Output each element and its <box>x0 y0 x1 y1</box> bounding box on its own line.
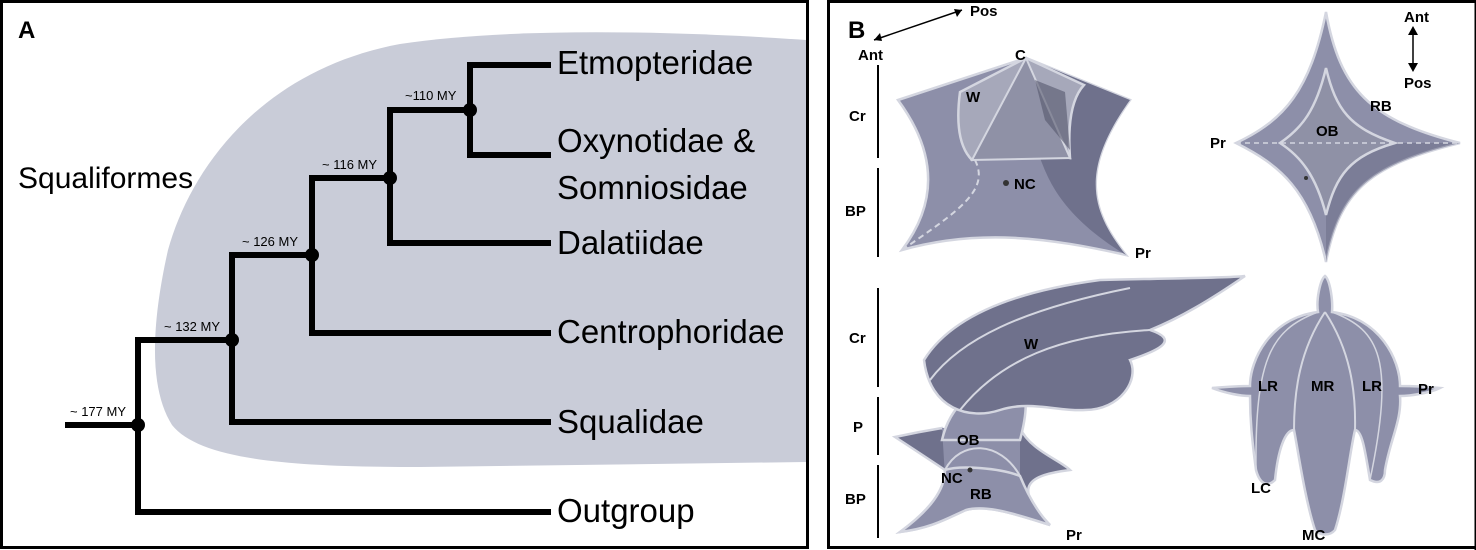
label-lr-left: LR <box>1258 378 1278 395</box>
taxon-oxynotidae: Oxynotidae & <box>557 122 755 159</box>
label-c: C <box>1015 47 1026 64</box>
label-w-bl: W <box>1024 336 1039 353</box>
label-pr-tr: Pr <box>1210 135 1226 152</box>
node-116 <box>383 171 397 185</box>
taxon-squalidae: Squalidae <box>557 403 704 440</box>
label-nc-tl: NC <box>1014 176 1036 193</box>
segment-p-bottom: P <box>853 419 863 436</box>
denticle-top-left: C W NC Pr <box>895 47 1151 262</box>
taxon-etmopteridae: Etmopteridae <box>557 44 753 81</box>
axis-indicator-left: Pos Ant <box>858 3 998 64</box>
label-ob-bl: OB <box>957 432 980 449</box>
taxon-dalatiidae: Dalatiidae <box>557 224 704 261</box>
denticle-edge-r-br <box>1331 311 1383 481</box>
axis-indicator-right: Ant Pos <box>1404 9 1432 92</box>
panel-a-letter: A <box>18 17 35 44</box>
taxon-outgroup: Outgroup <box>557 492 695 529</box>
node-age-labels: ~ 177 MY ~ 132 MY ~ 126 MY ~ 116 MY ~110… <box>70 88 457 419</box>
denticle-dark-facet-tl <box>1035 80 1070 150</box>
denticle-basal-plate-bl <box>895 466 1051 534</box>
axis-pos-label-right: Pos <box>1404 75 1432 92</box>
age-label-132: ~ 132 MY <box>164 319 220 334</box>
axis-pos-label: Pos <box>970 3 998 20</box>
arrowhead-pos <box>954 9 962 17</box>
segment-brackets-top: Cr BP <box>845 65 879 257</box>
denticle-ridge-l-br <box>1293 311 1326 431</box>
label-mr: MR <box>1311 378 1334 395</box>
nutrient-canal-dot <box>1003 180 1009 186</box>
arrowhead-ant <box>874 33 882 41</box>
panel-b-right-edge <box>1474 0 1476 550</box>
segment-bp-bottom: BP <box>845 491 866 508</box>
squaliformes-shading <box>154 32 807 468</box>
panel-a: A Squaliformes <box>0 0 809 549</box>
nutrient-canal-dot-tr <box>1304 176 1308 180</box>
denticle-ridge-1-bl <box>929 287 1131 381</box>
denticle-ridge-3-bl <box>944 447 1021 477</box>
squaliformes-label: Squaliformes <box>18 162 193 195</box>
segment-cr-top: Cr <box>849 108 866 125</box>
panel-b-letter: B <box>848 17 865 44</box>
label-rb-tr: RB <box>1370 98 1392 115</box>
label-pr-br: Pr <box>1418 381 1434 398</box>
denticle-dash-tl <box>901 159 980 251</box>
denticle-basal-plate-tr <box>1277 67 1400 216</box>
node-126 <box>305 248 319 262</box>
label-nc-bl: NC <box>941 470 963 487</box>
taxon-centrophoridae: Centrophoridae <box>557 313 785 350</box>
denticle-bottom-right: LR MR LR Pr LC MC <box>1211 274 1445 544</box>
label-pr-tl: Pr <box>1135 245 1151 262</box>
node-177 <box>131 418 145 432</box>
segment-bp-top: BP <box>845 203 866 220</box>
phylogeny-nodes <box>131 103 477 432</box>
label-pr-bl: Pr <box>1066 527 1082 544</box>
label-lc: LC <box>1251 480 1271 497</box>
panel-b: B Pos Ant Ant Pos Cr BP Cr P <box>827 0 1476 550</box>
segment-brackets-bottom: Cr P BP <box>845 288 879 538</box>
label-ob-tr: OB <box>1316 123 1339 140</box>
age-label-126: ~ 126 MY <box>242 234 298 249</box>
node-132 <box>225 333 239 347</box>
label-w-tl: W <box>966 89 981 106</box>
denticle-edge-l-br <box>1255 311 1319 471</box>
axis-ant-label-right: Ant <box>1404 9 1429 26</box>
denticle-crown-bl <box>922 274 1246 415</box>
nutrient-canal-dot-bl <box>967 467 973 473</box>
age-label-177: ~ 177 MY <box>70 404 126 419</box>
label-rb-bl: RB <box>970 486 992 503</box>
taxon-labels: Etmopteridae Oxynotidae & Somniosidae Da… <box>557 44 785 529</box>
taxon-somniosidae: Somniosidae <box>557 169 748 206</box>
age-label-110: ~110 MY <box>405 88 457 103</box>
label-lr-right: LR <box>1362 378 1382 395</box>
denticle-ridge-2-bl <box>959 329 1151 411</box>
arrowhead-up <box>1408 26 1418 35</box>
label-mc: MC <box>1302 527 1325 544</box>
denticle-crown-br <box>1211 274 1445 536</box>
denticle-bottom-left: W OB NC RB Pr <box>891 274 1246 544</box>
arrowhead-down <box>1408 63 1418 72</box>
axis-ant-label: Ant <box>858 47 883 64</box>
node-110 <box>463 103 477 117</box>
denticle-ridge-r-br <box>1324 311 1357 431</box>
denticle-shadow-tr <box>1326 143 1460 262</box>
age-label-116: ~ 116 MY <box>322 157 377 172</box>
segment-cr-bottom: Cr <box>849 330 866 347</box>
axis-arrow-line <box>873 9 963 41</box>
denticle-top-right: RB OB Pr <box>1210 11 1461 263</box>
